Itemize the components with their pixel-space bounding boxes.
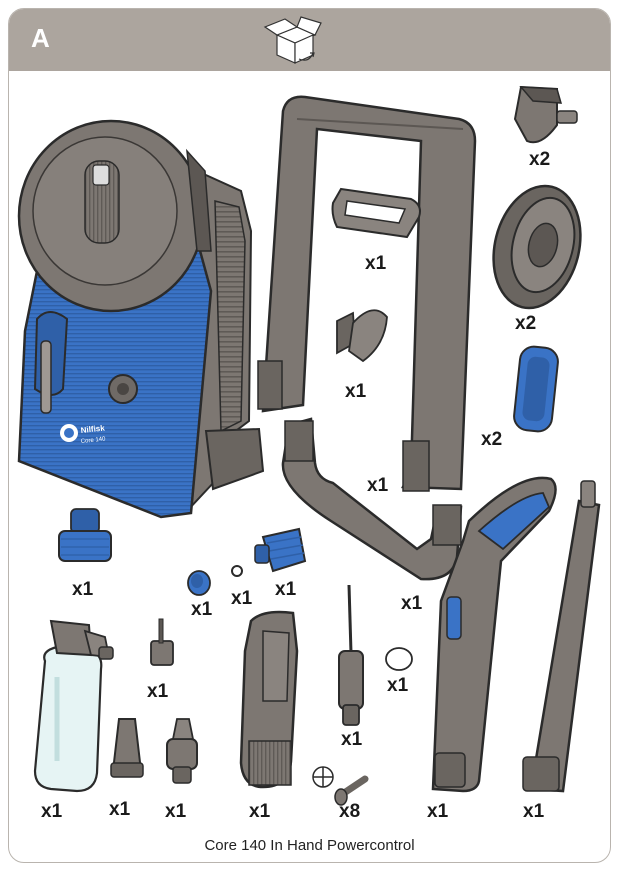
o-ring	[231, 565, 243, 577]
open-box-icon	[263, 16, 322, 64]
frame-handle	[257, 95, 477, 492]
qty-lance: x1	[523, 801, 545, 822]
qty-screws: x8	[339, 801, 361, 822]
qty-foot: x2	[529, 149, 551, 170]
lance	[522, 480, 601, 793]
spray-gun	[431, 476, 557, 793]
pressure-washer-body: Nilfisk Core 140	[17, 119, 265, 519]
screws	[312, 766, 369, 806]
qty-wheel-cap: x2	[481, 429, 503, 450]
coin-cell	[385, 647, 413, 671]
detergent-bottle	[33, 619, 114, 793]
qty-frame-bottom: x1	[401, 593, 423, 614]
qty-plug: x1	[191, 599, 213, 620]
nozzle-rotary	[166, 718, 198, 784]
section-letter: A	[31, 23, 50, 53]
qty-coin-cell: x1	[387, 675, 409, 696]
qty-detergent-bottle: x1	[41, 801, 63, 822]
qty-wheel: x2	[515, 313, 537, 334]
qty-o-ring: x1	[231, 588, 253, 609]
qty-clip: x1	[147, 681, 169, 702]
qty-spray-gun: x1	[427, 801, 449, 822]
inlet-filter	[254, 527, 307, 573]
assembly-panel: A	[8, 8, 611, 863]
foot	[513, 85, 578, 144]
qty-nozzle-fan: x1	[109, 799, 131, 820]
qty-screwdriver: x1	[341, 729, 363, 750]
screwdriver	[338, 584, 364, 726]
nozzle-fan	[110, 718, 144, 778]
qty-hose-connector: x1	[72, 579, 94, 600]
caption: Core 140 In Hand Powercontrol	[204, 837, 415, 854]
brand-model: Core 140	[81, 436, 107, 445]
qty-inlet-filter: x1	[275, 579, 297, 600]
qty-hose-hook: x1	[345, 381, 367, 402]
plug	[187, 570, 211, 596]
hose-hook	[336, 309, 388, 363]
wheel	[492, 184, 582, 310]
handle-grip-cover	[331, 187, 421, 239]
brand-logo: Nilfisk	[80, 423, 105, 435]
qty-accessory-holder: x1	[249, 801, 271, 822]
qty-nozzle-rotary: x1	[165, 801, 187, 822]
qty-frame-handle: x1	[365, 253, 387, 274]
clip	[150, 618, 174, 666]
wheel-cap	[513, 345, 559, 433]
qty-lower-frame: x1	[367, 475, 389, 496]
hose-connector	[58, 508, 112, 562]
parts-illustration: Nilfisk Core 140	[17, 16, 601, 806]
accessory-holder	[239, 610, 299, 789]
